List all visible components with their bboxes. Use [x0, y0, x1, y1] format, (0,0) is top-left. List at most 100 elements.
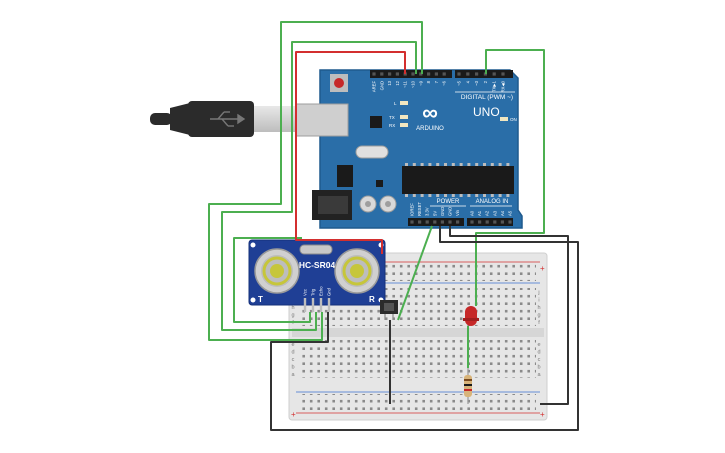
- resistor: [464, 368, 472, 404]
- usb-icon: [210, 111, 246, 127]
- chip-leg: [498, 194, 502, 197]
- chip-leg: [475, 163, 479, 166]
- row-letter: h: [537, 305, 540, 311]
- row-letter: d: [291, 350, 294, 356]
- power-pin-label: GND: [440, 207, 445, 216]
- digital-pin-label: TX▶1: [492, 80, 497, 92]
- row-letter: f: [538, 320, 540, 326]
- digital-pin-label: AREF: [372, 81, 377, 93]
- power-pin[interactable]: [433, 220, 437, 224]
- led-rx-label: RX: [389, 123, 395, 128]
- sensor-pin-label: Gnd: [327, 287, 332, 296]
- digital-pin[interactable]: [475, 72, 479, 76]
- chip-leg: [483, 194, 486, 197]
- digital-pin[interactable]: [395, 72, 399, 76]
- board-model-label: UNO: [473, 105, 500, 119]
- center-channel: [292, 328, 544, 337]
- red-led: [463, 306, 479, 326]
- digital-pin-label: ~11: [403, 80, 408, 87]
- bottom-power-rail: + +: [291, 391, 545, 419]
- usb-b-socket: [295, 103, 349, 137]
- chip-leg: [451, 163, 455, 166]
- row-letter: h: [291, 305, 294, 311]
- digital-pin-label: ~6: [442, 80, 447, 85]
- power-pin[interactable]: [440, 220, 444, 224]
- power-pin[interactable]: [418, 220, 422, 224]
- chip-leg: [459, 163, 463, 166]
- rail-plus-label-bottom-left: +: [291, 410, 296, 419]
- analog-pin-label: A0: [470, 210, 475, 216]
- chip-leg: [506, 194, 510, 197]
- analog-pin[interactable]: [478, 220, 482, 224]
- chip-leg: [490, 163, 494, 166]
- analog-pin[interactable]: [493, 220, 497, 224]
- chip-leg: [467, 194, 471, 197]
- digital-pin[interactable]: [492, 72, 496, 76]
- digital-pin[interactable]: [419, 72, 423, 76]
- sensor-pin[interactable]: [311, 298, 315, 312]
- digital-pin[interactable]: [372, 72, 376, 76]
- status-leds: L TX RX ON: [389, 101, 517, 128]
- wires: [208, 21, 579, 431]
- analog-pin[interactable]: [485, 220, 489, 224]
- chip-leg: [405, 194, 408, 197]
- receiver-mark: R: [369, 295, 375, 304]
- power-pin[interactable]: [425, 220, 429, 224]
- power-pin[interactable]: [456, 220, 460, 224]
- digital-pin[interactable]: [380, 72, 384, 76]
- digital-pin[interactable]: [501, 72, 505, 76]
- power-pin[interactable]: [410, 220, 414, 224]
- analog-pin-label: A2: [485, 210, 490, 216]
- digital-header-left: [370, 70, 452, 78]
- row-letter: a: [537, 372, 541, 378]
- sensor-pin[interactable]: [319, 298, 323, 312]
- transmitter-mark: T: [258, 295, 263, 304]
- digital-pin[interactable]: [442, 72, 446, 76]
- chip-leg: [420, 163, 424, 166]
- digital-pin[interactable]: [411, 72, 415, 76]
- chip-leg: [444, 163, 447, 166]
- led-tx-label: TX: [389, 115, 395, 120]
- analog-pin-label: A5: [508, 210, 513, 216]
- digital-pin-label: 12: [395, 80, 400, 85]
- infinity-logo-icon: ∞: [422, 100, 438, 125]
- pushbutton[interactable]: [380, 300, 398, 320]
- sensor-crystal: [299, 244, 333, 255]
- power-pin[interactable]: [448, 220, 452, 224]
- power-pin-label: Vin: [455, 209, 460, 216]
- row-letter: b: [537, 365, 540, 371]
- led-on-label: ON: [510, 117, 517, 122]
- digital-pin-label: ~10: [411, 80, 416, 88]
- digital-pin-label: 4: [465, 80, 470, 83]
- digital-pin[interactable]: [388, 72, 392, 76]
- analog-pin[interactable]: [508, 220, 512, 224]
- sensor-pin[interactable]: [327, 298, 331, 312]
- digital-pin[interactable]: [457, 72, 461, 76]
- chip-leg: [412, 163, 416, 166]
- power-pin-label: IOREF: [410, 203, 415, 216]
- chip-leg: [498, 163, 502, 166]
- analog-pin-label: A1: [477, 210, 482, 216]
- analog-pin[interactable]: [500, 220, 504, 224]
- sensor-pin-label: Echo: [319, 286, 324, 296]
- chip-leg: [420, 194, 424, 197]
- chip-leg: [444, 194, 447, 197]
- digital-pin[interactable]: [434, 72, 438, 76]
- sensor-pin[interactable]: [303, 298, 307, 312]
- chip-leg: [428, 194, 432, 197]
- row-letter: j: [537, 290, 539, 296]
- digital-pin[interactable]: [466, 72, 470, 76]
- row-letter: e: [537, 342, 540, 348]
- digital-pin-label: 13: [387, 80, 392, 85]
- chip-leg: [428, 163, 432, 166]
- analog-pin-label: A3: [492, 210, 497, 216]
- digital-pin-label: ~5: [457, 80, 462, 85]
- digital-pin-label: ~9: [418, 80, 423, 85]
- digital-pin[interactable]: [427, 72, 431, 76]
- analog-pin[interactable]: [470, 220, 474, 224]
- transmitter-transducer: [254, 248, 300, 294]
- arduino-logo: ∞ ARDUINO UNO: [416, 100, 500, 132]
- power-pin-label: 3.3V: [425, 207, 430, 216]
